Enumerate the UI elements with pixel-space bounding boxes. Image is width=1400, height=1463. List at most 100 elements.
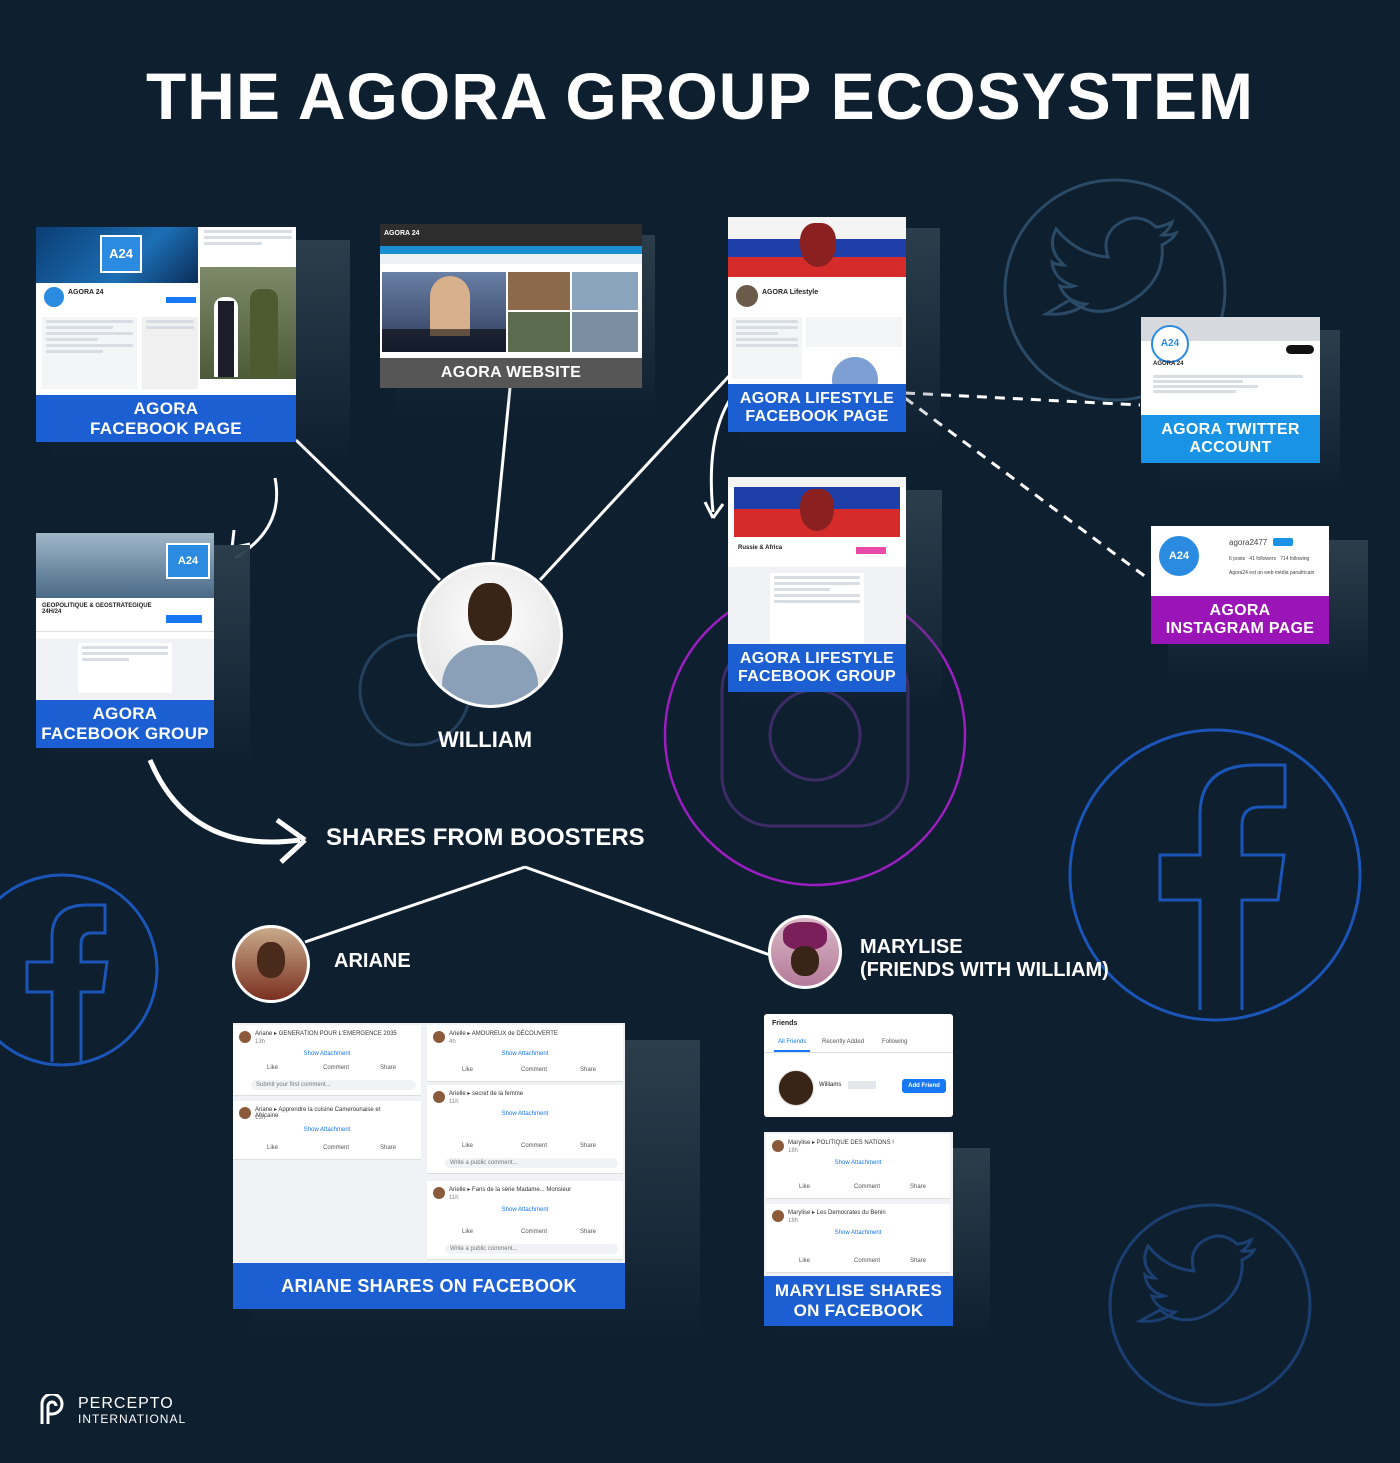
show-attachment-link[interactable]: Show Attachment bbox=[834, 1230, 882, 1236]
share-button[interactable]: Share bbox=[580, 1143, 597, 1149]
shares-label: SHARES FROM BOOSTERS bbox=[326, 824, 645, 851]
post-time: 11h bbox=[449, 1099, 459, 1105]
post-time: 13h bbox=[255, 1039, 266, 1045]
post-header: Arielle ▸ Fans de la série Madame... Mon… bbox=[449, 1187, 572, 1193]
twitter-screenshot: A24 AGORA 24 bbox=[1141, 317, 1320, 415]
instagram-screenshot: A24 agora2477 6 posts 41 followers 714 f… bbox=[1151, 526, 1329, 596]
friend-name: Williams bbox=[819, 1082, 842, 1088]
facebook-bg-icon bbox=[1068, 728, 1362, 1022]
william-avatar bbox=[417, 562, 563, 708]
fb-page-label: AGORA FACEBOOK PAGE bbox=[36, 395, 296, 442]
like-button[interactable]: Like bbox=[462, 1067, 474, 1073]
footer-brand: PERCEPTO bbox=[78, 1395, 174, 1412]
post-time: 18h bbox=[788, 1218, 799, 1224]
comment-button[interactable]: Comment bbox=[521, 1067, 548, 1073]
post-avatar bbox=[433, 1091, 445, 1103]
twitter-label: AGORA TWITTER ACCOUNT bbox=[1141, 415, 1320, 463]
comment-button[interactable]: Comment bbox=[854, 1258, 881, 1264]
comment-button[interactable]: Comment bbox=[521, 1229, 548, 1235]
share-button[interactable]: Share bbox=[380, 1145, 397, 1151]
william-name: WILLIAM bbox=[437, 727, 533, 752]
show-attachment-link[interactable]: Show Attachment bbox=[303, 1051, 351, 1057]
twitter-avatar: A24 bbox=[1151, 325, 1189, 363]
like-button[interactable]: Like bbox=[267, 1145, 279, 1151]
share-button[interactable]: Share bbox=[380, 1065, 397, 1071]
like-button[interactable]: Like bbox=[462, 1143, 474, 1149]
post-header: Ariane ▸ GENERATION POUR L'EMERGENCE 203… bbox=[255, 1031, 397, 1037]
like-button[interactable]: Like bbox=[267, 1065, 279, 1071]
comment-input[interactable]: Write a public comment... bbox=[445, 1244, 618, 1254]
post-avatar bbox=[772, 1210, 784, 1222]
comment-button[interactable]: Comment bbox=[854, 1184, 881, 1190]
lifestyle-group-label: AGORA LIFESTYLE FACEBOOK GROUP bbox=[728, 644, 906, 692]
dashed-lines bbox=[904, 391, 1151, 582]
instagram-handle: agora2477 bbox=[1229, 538, 1268, 547]
show-attachment-link[interactable]: Show Attachment bbox=[834, 1160, 882, 1166]
tab-all-friends[interactable]: All Friends bbox=[778, 1039, 807, 1045]
website-label: AGORA WEBSITE bbox=[380, 358, 642, 388]
post-header: Arielle ▸ AMOUREUX de DÉCOUVERTE bbox=[449, 1031, 558, 1037]
share-button[interactable]: Share bbox=[910, 1184, 927, 1190]
twitter-bg-icon bbox=[1003, 178, 1227, 402]
post-time: 18h bbox=[788, 1148, 799, 1154]
page-title: THE AGORA GROUP ECOSYSTEM bbox=[145, 59, 1254, 133]
share-button[interactable]: Share bbox=[580, 1067, 597, 1073]
comment-button[interactable]: Comment bbox=[323, 1065, 350, 1071]
add-friend-button[interactable]: Add Friend bbox=[902, 1079, 946, 1093]
tab-following[interactable]: Following bbox=[882, 1039, 908, 1045]
logo-mark: A24 bbox=[100, 235, 142, 273]
connector-lines bbox=[294, 373, 771, 957]
post-avatar bbox=[772, 1140, 784, 1152]
percepto-logo-icon bbox=[36, 1392, 68, 1426]
like-button[interactable]: Like bbox=[462, 1229, 474, 1235]
show-attachment-link[interactable]: Show Attachment bbox=[501, 1111, 549, 1117]
post-header: Arielle ▸ secret de la femme bbox=[449, 1091, 524, 1097]
instagram-avatar: A24 bbox=[1157, 534, 1201, 578]
marylise-avatar bbox=[768, 915, 842, 989]
website-brand: AGORA 24 bbox=[384, 230, 420, 237]
post-avatar bbox=[239, 1107, 251, 1119]
instagram-stats: 6 posts 41 followers 714 following bbox=[1229, 556, 1310, 562]
lifestyle-group-screenshot: Russie & Africa bbox=[728, 477, 906, 644]
post-avatar bbox=[433, 1187, 445, 1199]
lifestyle-page-label: AGORA LIFESTYLE FACEBOOK PAGE bbox=[728, 384, 906, 432]
post-header: Marylise ▸ Les Democrates du Benin bbox=[788, 1210, 886, 1216]
ariane-shares-label: ARIANE SHARES ON FACEBOOK bbox=[233, 1263, 625, 1309]
show-attachment-link[interactable]: Show Attachment bbox=[303, 1127, 351, 1133]
comment-button[interactable]: Comment bbox=[521, 1143, 548, 1149]
like-button[interactable]: Like bbox=[799, 1184, 811, 1190]
footer-sub: INTERNATIONAL bbox=[78, 1412, 187, 1426]
post-avatar bbox=[433, 1031, 445, 1043]
marylise-name: MARYLISE (FRIENDS WITH WILLIAM) bbox=[860, 936, 1109, 981]
post-time: 11h bbox=[449, 1195, 459, 1201]
share-button[interactable]: Share bbox=[580, 1229, 597, 1235]
post-header: Ariane ▸ Apprendre la cuisine Camerounai… bbox=[255, 1107, 381, 1119]
shared-post: Ariane ▸ GENERATION POUR L'EMERGENCE 203… bbox=[233, 1025, 421, 1096]
ariane-shares-screenshot: Ariane ▸ GENERATION POUR L'EMERGENCE 203… bbox=[233, 1023, 625, 1263]
shared-post: Arielle ▸ Fans de la série Madame... Mon… bbox=[427, 1181, 623, 1260]
lifestyle-page-screenshot: AGORA Lifestyle bbox=[728, 217, 906, 384]
show-attachment-link[interactable]: Show Attachment bbox=[501, 1207, 549, 1213]
ariane-name: ARIANE bbox=[334, 950, 411, 972]
show-attachment-link[interactable]: Show Attachment bbox=[501, 1051, 549, 1057]
share-button[interactable]: Share bbox=[910, 1258, 927, 1264]
like-button[interactable]: Like bbox=[799, 1258, 811, 1264]
instagram-label: AGORA INSTAGRAM PAGE bbox=[1151, 596, 1329, 644]
twitter-name: AGORA 24 bbox=[1153, 361, 1184, 367]
ariane-avatar bbox=[232, 925, 310, 1003]
comment-button[interactable]: Comment bbox=[323, 1145, 350, 1151]
post-avatar bbox=[239, 1031, 251, 1043]
instagram-bio: Agora24 est un web média panafricain bbox=[1229, 570, 1315, 576]
friends-title: Friends bbox=[772, 1020, 798, 1027]
facebook-bg-icon-left bbox=[0, 873, 159, 1067]
lifestyle-group-name: Russie & Africa bbox=[738, 545, 783, 551]
comment-input[interactable]: Submit your first comment... bbox=[251, 1080, 416, 1090]
comment-input[interactable]: Write a public comment... bbox=[445, 1158, 618, 1168]
post-time: 13h bbox=[255, 1115, 266, 1121]
tab-recently-added[interactable]: Recently Added bbox=[822, 1039, 865, 1045]
fb-group-screenshot: A24 GEOPOLITIQUE & GEOSTRATEGIQUE 24H/24 bbox=[36, 533, 214, 700]
